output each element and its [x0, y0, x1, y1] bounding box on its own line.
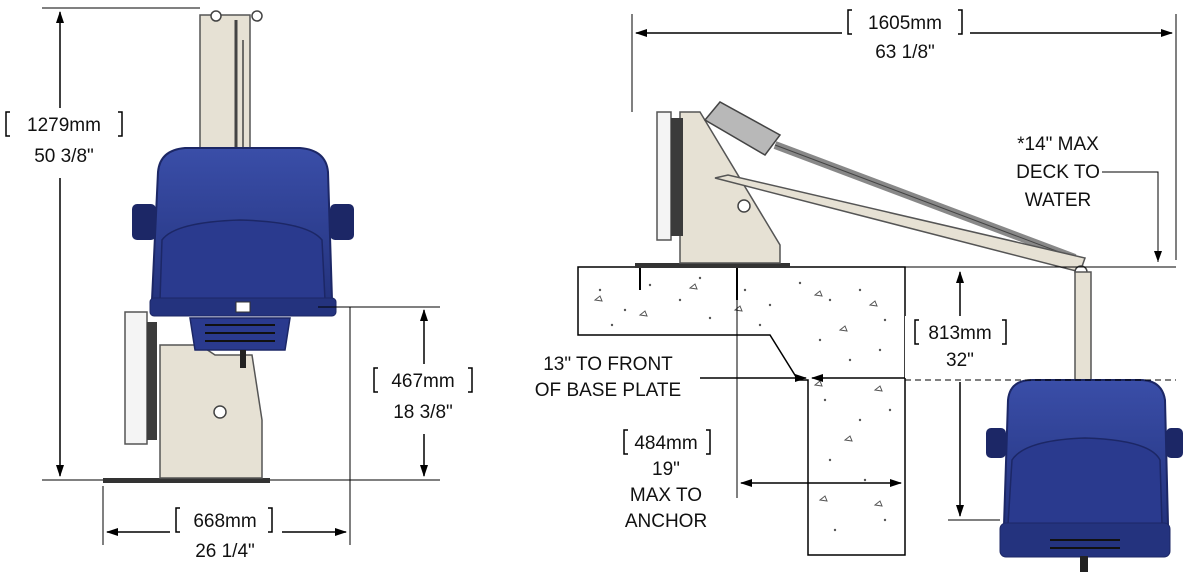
front-pedestal — [159, 344, 263, 479]
anchor-mm-label: 484mm — [634, 433, 697, 454]
side-view-dimensions: 1605mm 63 1/8" *14" MAX DECK TO WATER 81… — [535, 5, 1177, 537]
deck-water-line2: DECK TO — [1016, 162, 1100, 183]
side-mast — [679, 111, 781, 264]
seat-height-mm-label: 467mm — [391, 371, 454, 392]
actuator-body — [703, 101, 782, 156]
length-mm-label: 1605mm — [868, 13, 942, 34]
length-in-label: 63 1/8" — [875, 42, 935, 63]
deck-water-line1: *14" MAX — [1017, 134, 1099, 155]
drop-in-label: 32" — [946, 350, 974, 371]
width-mm-label: 668mm — [193, 511, 256, 532]
front-view — [103, 10, 354, 483]
anchor-in-label: 19" — [652, 459, 680, 480]
height-in-label: 50 3/8" — [34, 146, 94, 167]
anchor-line2: ANCHOR — [625, 511, 707, 532]
front-plate-line1: 13" TO FRONT — [543, 354, 673, 375]
front-base-plate — [103, 478, 270, 483]
front-plate-line2: OF BASE PLATE — [535, 380, 681, 401]
seat-height-in-label: 18 3/8" — [393, 402, 453, 423]
deck-water-line3: WATER — [1025, 190, 1092, 211]
anchor-line1: MAX TO — [630, 485, 702, 506]
width-in-label: 26 1/4" — [195, 541, 255, 562]
boom-arm — [714, 174, 1086, 273]
drop-mm-label: 813mm — [928, 323, 991, 344]
seat-hanger — [1074, 271, 1092, 381]
height-mm-label: 1279mm — [27, 115, 101, 136]
front-control-box — [124, 311, 148, 445]
front-view-dimensions: 1279mm 50 3/8" 467mm 18 3/8" 668mm 26 1/… — [0, 7, 480, 575]
side-control-box — [656, 111, 672, 241]
